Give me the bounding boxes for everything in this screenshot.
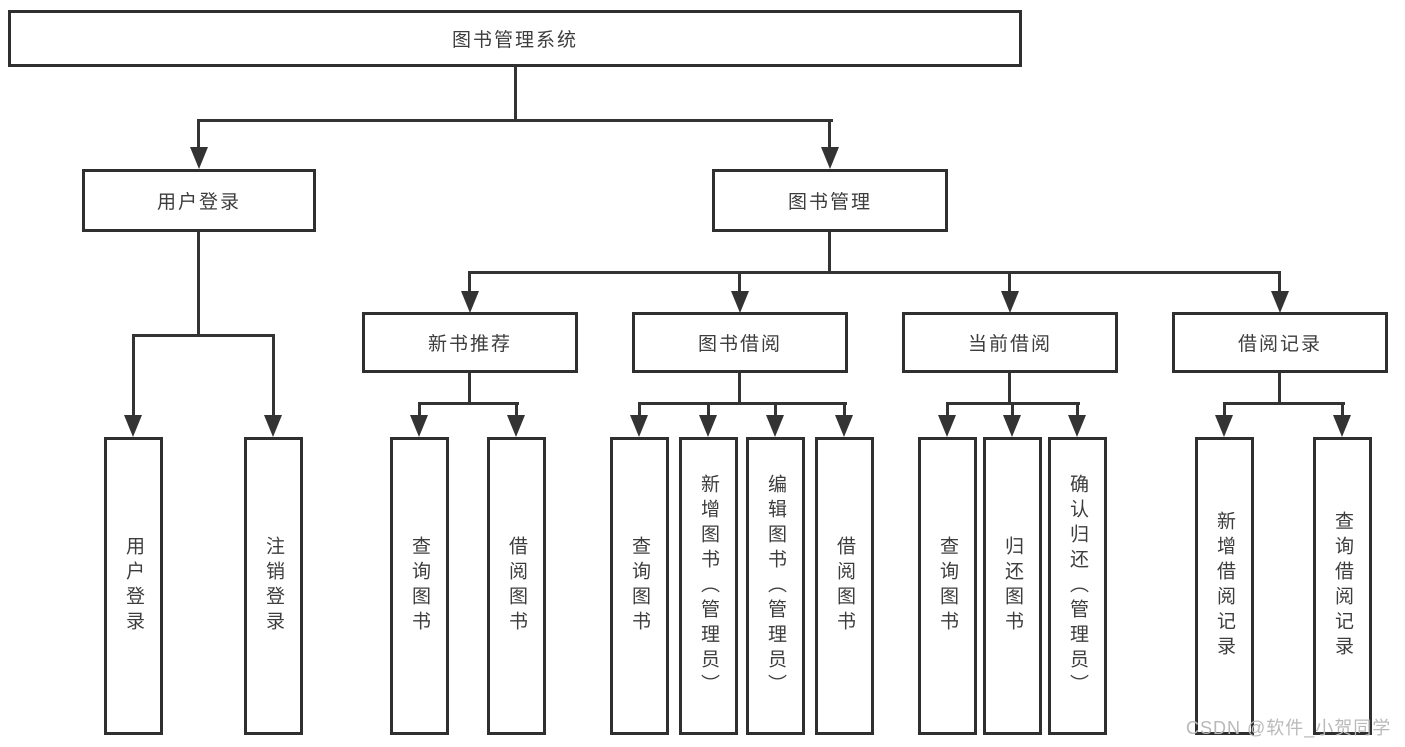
leaf-label: 查询图书 xyxy=(409,536,430,636)
leaf-query-books-1: 查询图书 xyxy=(390,437,449,735)
node-book-management: 图书管理 xyxy=(712,169,948,232)
connector-line xyxy=(1011,402,1014,418)
arrow-down-icon xyxy=(1003,415,1021,437)
arrow-down-icon xyxy=(264,415,282,437)
arrow-down-icon xyxy=(731,291,749,313)
leaf-label: 查询图书 xyxy=(937,536,958,636)
node-label: 当前借阅 xyxy=(967,334,1052,355)
connector-line xyxy=(707,402,710,418)
arrow-down-icon xyxy=(1068,415,1086,437)
connector-line xyxy=(1008,271,1011,295)
arrow-down-icon xyxy=(1271,291,1289,313)
leaf-label: 查询借阅记录 xyxy=(1332,511,1353,661)
connector-line xyxy=(1223,402,1226,418)
connector-line xyxy=(515,402,518,418)
node-book-borrowing: 图书借阅 xyxy=(632,312,848,373)
arrow-down-icon xyxy=(938,415,956,437)
node-label: 图书管理系统 xyxy=(451,30,578,51)
leaf-label: 归还图书 xyxy=(1002,536,1023,636)
node-current-borrowing: 当前借阅 xyxy=(902,312,1118,373)
leaf-label: 新增借阅记录 xyxy=(1214,511,1235,661)
connector-line xyxy=(272,334,275,418)
leaf-label: 借阅图书 xyxy=(506,536,527,636)
leaf-label: 查询图书 xyxy=(629,536,650,636)
connector-line xyxy=(468,271,471,295)
connector-line xyxy=(418,402,421,418)
node-label: 新书推荐 xyxy=(427,334,512,355)
leaf-query-borrow-record: 查询借阅记录 xyxy=(1313,437,1372,735)
leaf-return-books: 归还图书 xyxy=(983,437,1042,735)
connector-line xyxy=(738,373,741,405)
arrow-down-icon xyxy=(124,415,142,437)
node-label: 用户登录 xyxy=(156,192,241,213)
leaf-label: 新增图书（管理员） xyxy=(698,473,719,699)
arrow-down-icon xyxy=(1333,415,1351,437)
connector-line xyxy=(132,334,275,337)
arrow-down-icon xyxy=(821,147,839,169)
connector-line xyxy=(738,271,741,295)
node-label: 图书管理 xyxy=(787,192,872,213)
leaf-confirm-return-admin: 确认归还（管理员） xyxy=(1048,437,1107,735)
connector-line xyxy=(197,232,200,337)
leaf-borrow-books-2: 借阅图书 xyxy=(815,437,874,735)
csdn-watermark: CSDN @软件_小贺同学 xyxy=(1186,718,1392,738)
connector-line xyxy=(843,402,846,418)
leaf-query-books-2: 查询图书 xyxy=(610,437,669,735)
arrow-down-icon xyxy=(630,415,648,437)
arrow-down-icon xyxy=(699,415,717,437)
connector-line xyxy=(828,119,831,151)
leaf-logout: 注销登录 xyxy=(244,437,303,735)
node-label: 图书借阅 xyxy=(697,334,782,355)
arrow-down-icon xyxy=(766,415,784,437)
node-label: 借阅记录 xyxy=(1237,334,1322,355)
arrow-down-icon xyxy=(461,291,479,313)
leaf-label: 编辑图书（管理员） xyxy=(765,473,786,699)
connector-line xyxy=(638,402,641,418)
arrow-down-icon xyxy=(835,415,853,437)
leaf-label: 用户登录 xyxy=(123,536,144,636)
connector-line xyxy=(828,232,831,274)
connector-line xyxy=(1008,373,1011,405)
leaf-query-books-3: 查询图书 xyxy=(918,437,977,735)
connector-line xyxy=(1223,402,1345,405)
connector-line xyxy=(514,67,517,121)
node-book-management-system: 图书管理系统 xyxy=(8,10,1022,67)
connector-line xyxy=(197,119,200,151)
connector-line xyxy=(197,119,833,122)
connector-line xyxy=(1278,373,1281,405)
leaf-add-book-admin: 新增图书（管理员） xyxy=(679,437,738,735)
leaf-label: 借阅图书 xyxy=(834,536,855,636)
connector-line xyxy=(1076,402,1079,418)
arrow-down-icon xyxy=(410,415,428,437)
leaf-edit-book-admin: 编辑图书（管理员） xyxy=(746,437,805,735)
leaf-borrow-books-1: 借阅图书 xyxy=(487,437,546,735)
node-borrowing-records: 借阅记录 xyxy=(1172,312,1388,373)
leaf-label: 确认归还（管理员） xyxy=(1067,473,1088,699)
leaf-label: 注销登录 xyxy=(263,536,284,636)
connector-line xyxy=(774,402,777,418)
leaf-add-borrow-record: 新增借阅记录 xyxy=(1195,437,1254,735)
connector-line xyxy=(132,334,135,418)
leaf-user-login: 用户登录 xyxy=(104,437,163,735)
connector-line xyxy=(468,373,471,405)
connector-line xyxy=(1341,402,1344,418)
node-user-login: 用户登录 xyxy=(82,169,316,232)
connector-line xyxy=(1278,271,1281,295)
connector-line xyxy=(946,402,949,418)
node-new-book-recommend: 新书推荐 xyxy=(362,312,578,373)
arrow-down-icon xyxy=(507,415,525,437)
arrow-down-icon xyxy=(1001,291,1019,313)
arrow-down-icon xyxy=(190,147,208,169)
connector-line xyxy=(468,271,1281,274)
arrow-down-icon xyxy=(1215,415,1233,437)
connector-line xyxy=(638,402,847,405)
connector-line xyxy=(418,402,519,405)
